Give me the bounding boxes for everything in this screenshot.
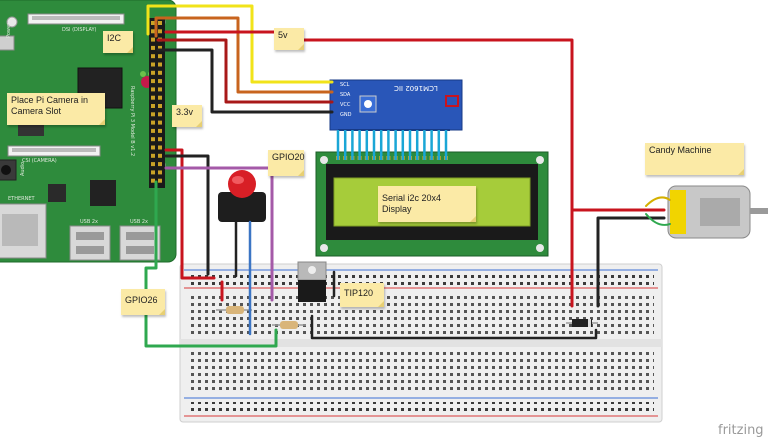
wire-3v3 <box>164 148 216 280</box>
gpio-pin <box>151 45 155 50</box>
gpio-pin <box>158 21 162 25</box>
gpio-pin <box>158 137 162 142</box>
gpio-pin <box>151 112 155 117</box>
gpio-pin <box>151 21 155 25</box>
gpio-pin <box>151 70 155 75</box>
usb-right-label: USB 2x <box>130 219 148 225</box>
note-5v: 5v <box>274 28 304 50</box>
wires <box>144 4 671 348</box>
gpio-pin <box>151 37 155 42</box>
note-gpio26: GPIO26 <box>121 289 165 315</box>
usb-left-label: USB 2x <box>80 219 98 225</box>
gpio-pin <box>158 145 162 150</box>
gpio-pin <box>158 62 162 67</box>
diode <box>566 319 598 327</box>
gpio-pin <box>151 162 155 167</box>
note-gpio26-text: GPIO26 <box>125 295 158 305</box>
dsi-label: DSI (DISPLAY) <box>62 27 97 33</box>
note-pi-camera: Place Pi Camera in Camera Slot <box>7 93 105 125</box>
gpio-pin <box>158 70 162 75</box>
note-candy-machine-text: Candy Machine <box>649 145 712 155</box>
gpio-pin <box>158 178 162 183</box>
gpio-pin <box>158 29 162 34</box>
csi-label: CSI (CAMERA) <box>22 158 57 164</box>
lcd-pin-label: SDA <box>340 92 351 98</box>
wire-motor-yellow <box>645 196 671 207</box>
note-i2c: I2C <box>103 31 133 53</box>
gpio-pin <box>158 153 162 158</box>
note-3v3: 3.3v <box>172 105 202 127</box>
wire-5v-lcd <box>156 38 334 104</box>
push-button[interactable] <box>218 170 266 222</box>
gpio-pin <box>151 104 155 108</box>
gpio-pin <box>151 29 155 34</box>
gpio-pin <box>151 128 155 133</box>
gpio-pin <box>158 87 162 92</box>
resistor-1 <box>216 306 252 314</box>
wire-gnd-rail <box>164 154 210 276</box>
gpio-pin <box>158 112 162 117</box>
breadboard <box>179 263 663 423</box>
wire-yellow <box>146 4 334 84</box>
ethernet-label: ETHERNET <box>8 196 35 202</box>
note-3v3-text: 3.3v <box>176 107 194 117</box>
fritzing-logo: fritzing <box>718 423 764 438</box>
tip120-transistor <box>297 261 327 302</box>
gpio-pin <box>158 104 162 108</box>
gpio-pin <box>158 95 162 100</box>
lcd-pin-label: GND <box>340 112 352 118</box>
gpio-pin <box>151 145 155 150</box>
wire-motor-black <box>596 216 666 308</box>
gpio-pin <box>158 45 162 50</box>
gpio-pin <box>151 54 155 59</box>
lcd-pin-label: SCL <box>340 82 350 88</box>
note-5v-text: 5v <box>278 30 288 40</box>
gpio-pin <box>151 137 155 142</box>
wire-orange <box>154 16 334 94</box>
lcd-pin-label: VCC <box>340 102 351 108</box>
gpio-pin <box>158 162 162 167</box>
dc-motor <box>667 185 768 239</box>
gpio-pin <box>151 62 155 67</box>
note-gpio20: GPIO20 <box>268 150 305 176</box>
gpio-pin <box>158 128 162 133</box>
gpio-pin <box>151 79 155 84</box>
rpi-model-label: Raspberry Pi 3 Model B v1.2 <box>129 86 135 157</box>
note-candy-machine: Candy Machine <box>645 143 744 175</box>
gpio-pin <box>158 54 162 59</box>
gpio-pin <box>158 79 162 84</box>
audio-label: Audio <box>20 161 26 176</box>
wire-tip-diode <box>310 314 598 340</box>
gpio-pin <box>151 153 155 158</box>
wire-gnd-lcd <box>156 48 334 114</box>
gpio-pin <box>151 95 155 100</box>
gpio-pin <box>158 170 162 175</box>
i2c-backpack <box>329 79 463 160</box>
note-tip120: TIP120 <box>340 283 384 307</box>
gpio-pin <box>151 178 155 183</box>
note-display: Serial i2c 20x4 Display <box>378 186 476 222</box>
gpio-pin <box>151 120 155 125</box>
note-i2c-text: I2C <box>107 33 122 43</box>
power-label: Power <box>6 22 12 38</box>
resistor-2 <box>272 321 306 329</box>
note-display-text: Serial i2c 20x4 Display <box>382 193 442 214</box>
wire-motor-green <box>645 213 671 226</box>
gpio-pin <box>158 120 162 125</box>
lcd-module-title: LCM1602 IIC <box>394 84 438 92</box>
gpio-pin <box>151 87 155 92</box>
note-pi-camera-text: Place Pi Camera in Camera Slot <box>11 95 89 116</box>
note-gpio20-text: GPIO20 <box>272 152 305 162</box>
note-tip120-text: TIP120 <box>344 288 374 298</box>
gpio-pin <box>151 170 155 175</box>
